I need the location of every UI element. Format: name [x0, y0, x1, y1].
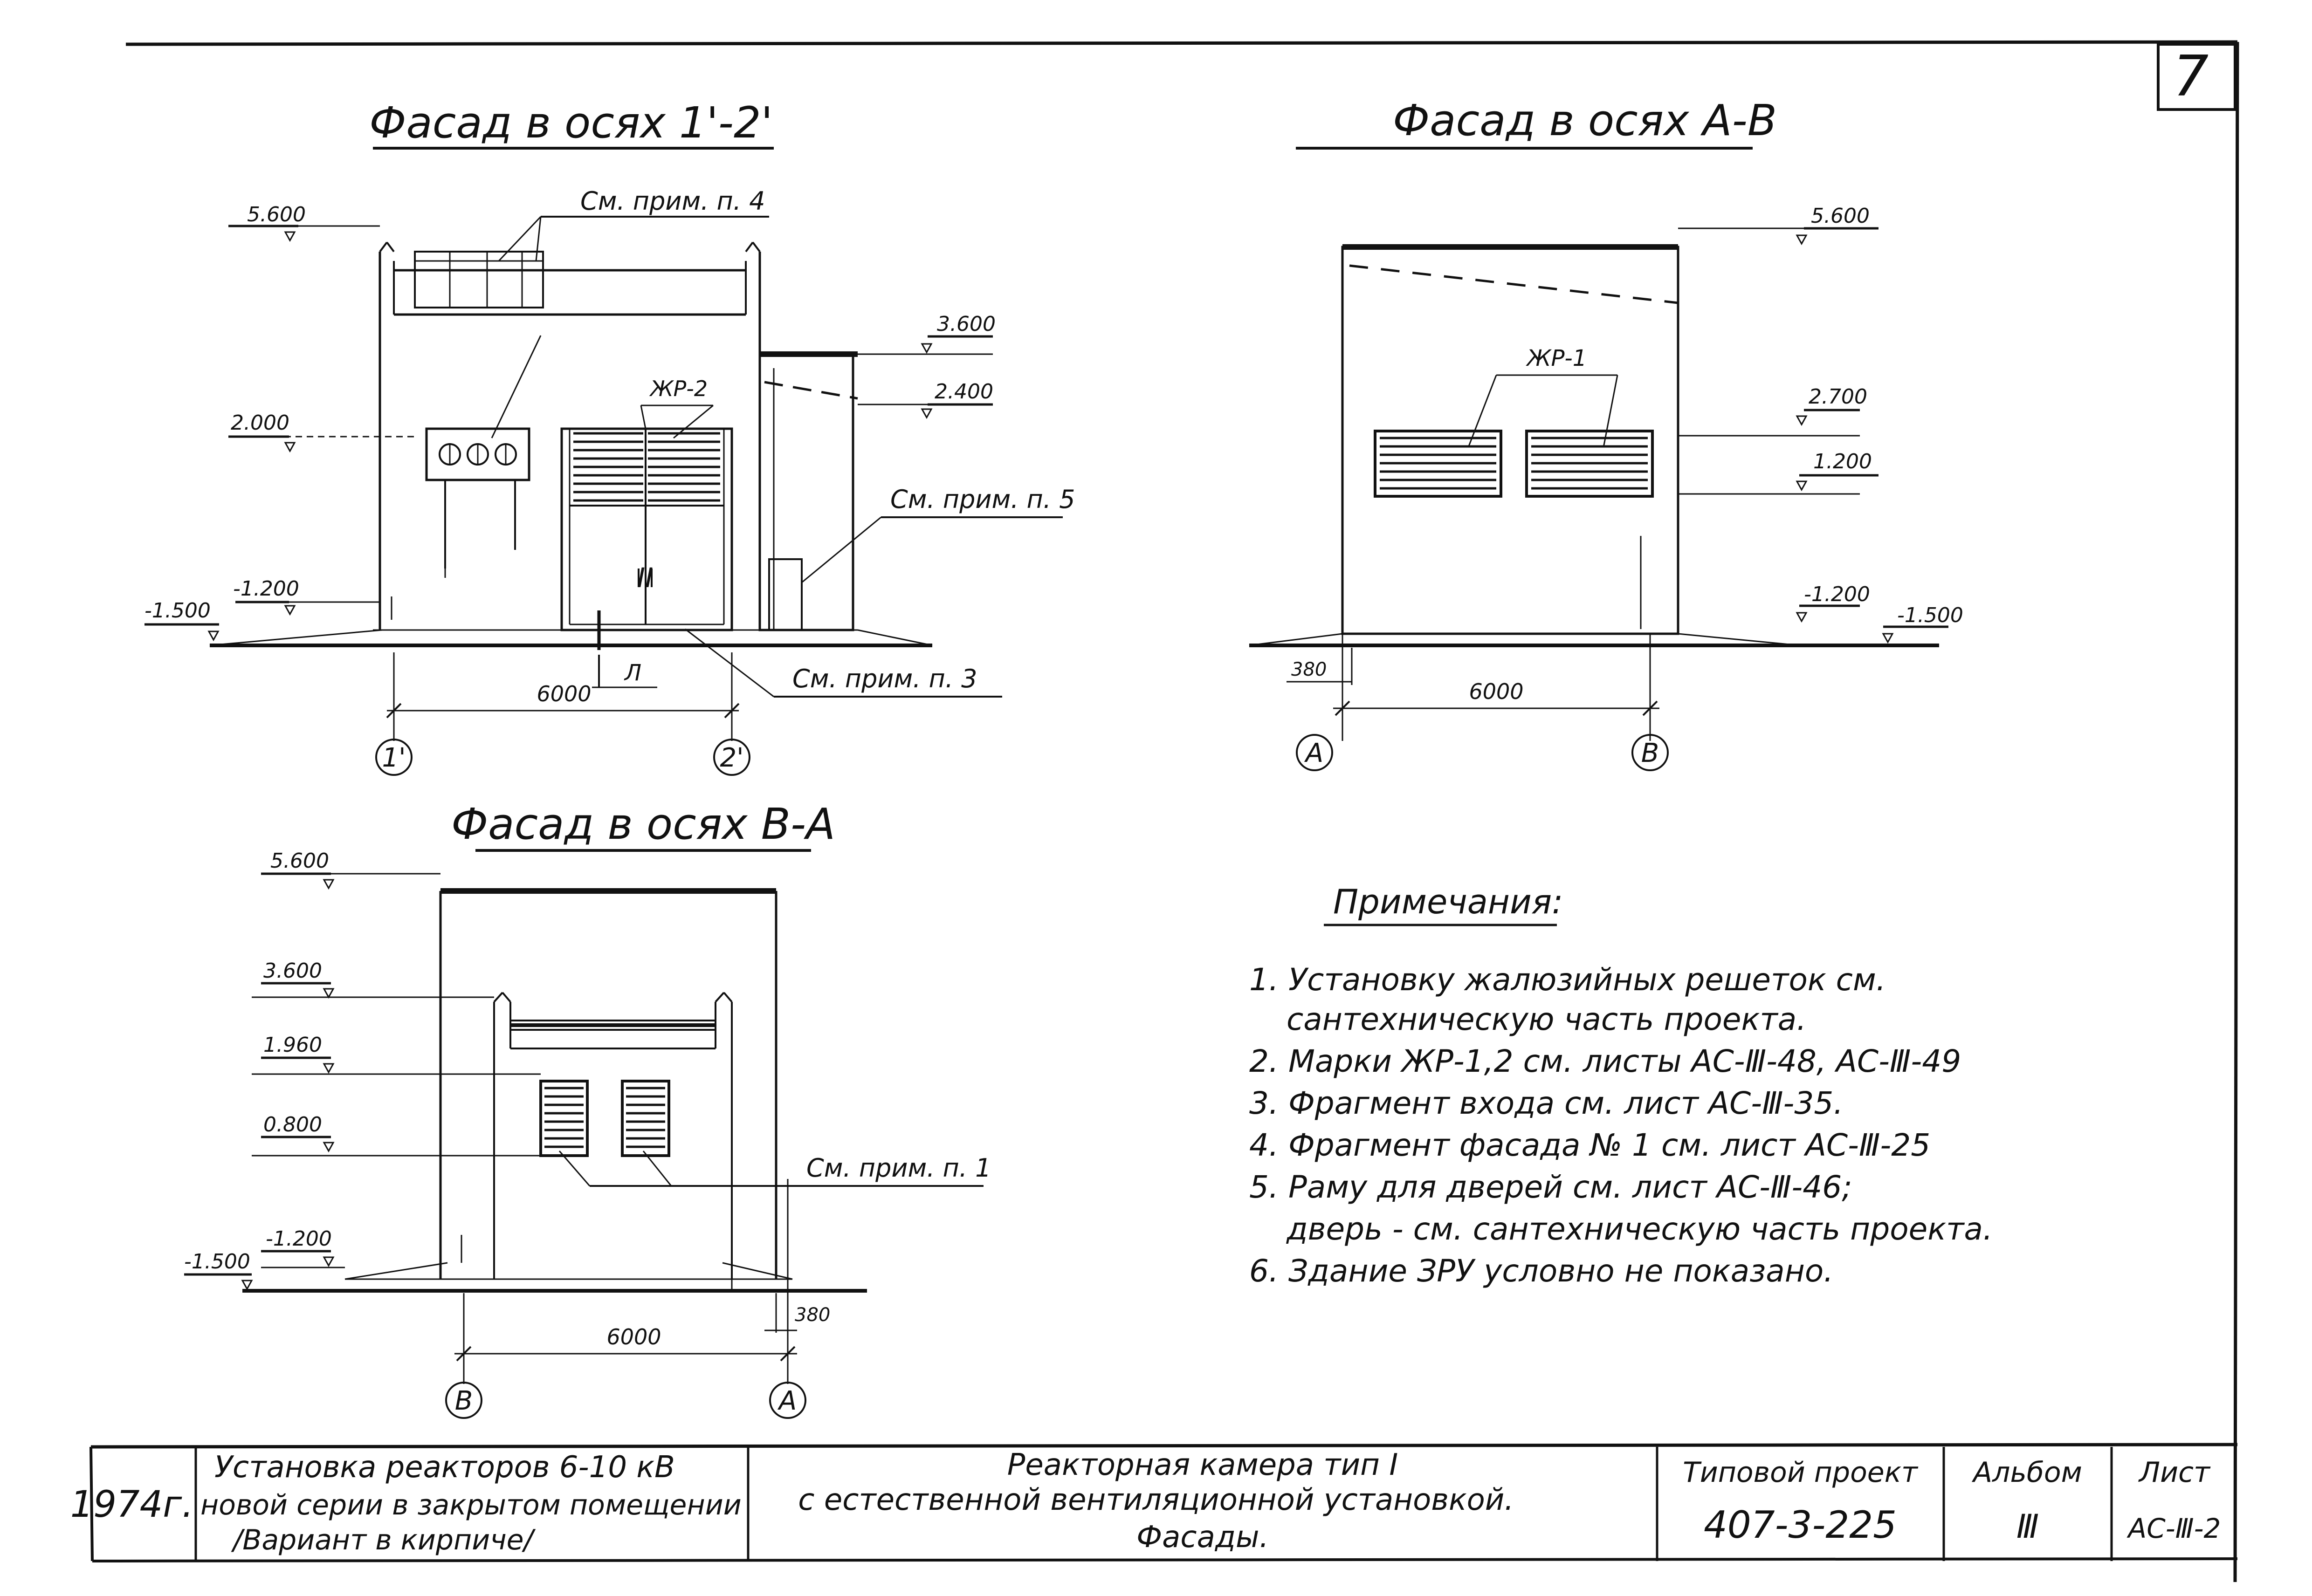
note-6: 6. Здание ЗРУ условно не показано. [1249, 1253, 1833, 1289]
facade-a-v-building [1341, 244, 1679, 635]
window-grille [1380, 437, 1648, 490]
type-project-value: 407-3-225 [1704, 1503, 1897, 1547]
project-line-2: новой серии в закрытом помещении [200, 1489, 742, 1521]
level-minus-1200: -1.200 [233, 577, 299, 601]
facade-1-2-building [378, 241, 858, 631]
album-label: Альбом [1971, 1456, 2082, 1489]
callout-note-4: См. прим. п. 4 [580, 186, 765, 216]
section-mark: Л [624, 660, 641, 686]
sheet-frame [89, 40, 2239, 1582]
door-grille [573, 432, 720, 502]
window-grille [544, 1087, 665, 1148]
axis-v: В [1641, 738, 1659, 768]
level-minus-1200: -1.200 [266, 1227, 332, 1251]
note-1-cont: сантехническую часть проекта. [1287, 1001, 1806, 1037]
facade-1-2-title: Фасад в осях 1'-2' [369, 98, 773, 148]
level-3600: 3.600 [937, 312, 996, 336]
notes-title: Примечания: [1333, 882, 1563, 921]
type-project-label: Типовой проект [1683, 1456, 1919, 1489]
level-1200: 1.200 [1813, 450, 1872, 473]
callout-grille-zhr1: ЖР-1 [1526, 345, 1587, 371]
note-5: 5. Раму для дверей см. лист АС-Ⅲ-46; [1249, 1169, 1852, 1205]
project-line-1: Установка реакторов 6-10 кВ [214, 1450, 675, 1485]
drawing-line-1: Реакторная камера тип I [1007, 1448, 1398, 1482]
callout-note-3: См. прим. п. 3 [792, 664, 977, 693]
drawing-line-2: с естественной вентиляционной установкой… [798, 1483, 1514, 1517]
level-5600: 5.600 [1811, 204, 1870, 228]
notes-block: Примечания: 1. Установку жалюзийных реше… [1249, 882, 1993, 1289]
axis-2-prime: 2' [720, 743, 743, 773]
callout-note-5: См. прим. п. 5 [890, 485, 1075, 514]
axis-1-prime: 1' [382, 743, 406, 773]
note-4: 4. Фрагмент фасада № 1 см. лист АС-Ⅲ-25 [1249, 1127, 1930, 1163]
facade-a-v-title: Фасад в осях А-В [1393, 96, 1777, 145]
note-1: 1. Установку жалюзийных решеток см. [1249, 962, 1886, 998]
facade-1-2-levels [144, 225, 993, 642]
dimension-6000: 6000 [537, 681, 591, 706]
facade-v-a-building [439, 888, 778, 1291]
facade-v-a-title: Фасад в осях В-А [451, 799, 835, 849]
level-1960: 1.960 [263, 1033, 322, 1057]
album-value: Ⅲ [2016, 1507, 2039, 1546]
facade-v-a: Фасад в осях В-А [184, 799, 991, 1419]
facade-v-a-levels [184, 872, 541, 1291]
level-minus-1500: -1.500 [1897, 603, 1963, 627]
note-2: 2. Марки ЖР-1,2 см. листы АС-Ⅲ-48, АС-Ⅲ-… [1249, 1043, 1961, 1079]
level-5600: 5.600 [247, 203, 306, 226]
offset-380: 380 [1291, 659, 1327, 680]
callout-grille-zhr2: ЖР-2 [649, 376, 708, 401]
level-minus-1500: -1.500 [144, 599, 211, 623]
note-5-cont: дверь - см. сантехническую часть проекта… [1286, 1211, 1993, 1247]
facade-1-2: Фасад в осях 1'-2' [144, 98, 1075, 776]
level-2700: 2.700 [1809, 385, 1867, 409]
facade-a-v-levels [1678, 227, 1948, 644]
level-0800: 0.800 [263, 1113, 322, 1137]
level-3600: 3.600 [263, 959, 322, 983]
project-line-3: /Вариант в кирпиче/ [231, 1524, 536, 1556]
sheet-label: Лист [2138, 1456, 2211, 1489]
offset-380: 380 [795, 1304, 830, 1326]
callout-note-1: См. прим. п. 1 [806, 1153, 991, 1183]
level-2000: 2.000 [231, 411, 289, 435]
dimension-6000: 6000 [606, 1324, 661, 1349]
door-mark: II [637, 562, 653, 594]
sheet-number: 7 [2173, 44, 2209, 109]
level-5600: 5.600 [270, 849, 329, 873]
level-minus-1500: -1.500 [184, 1250, 250, 1274]
title-year: 1974г. [70, 1484, 193, 1526]
drawing-line-3: Фасады. [1136, 1520, 1269, 1555]
dimension-6000: 6000 [1469, 679, 1523, 704]
level-minus-1200: -1.200 [1804, 582, 1870, 606]
facade-a-v: Фасад в осях А-В ЖР-1 [1249, 96, 1963, 771]
sheet-value: АС-Ⅲ-2 [2126, 1513, 2221, 1544]
title-block [194, 1447, 2113, 1561]
axis-a: А [778, 1386, 797, 1416]
axis-a: А [1304, 738, 1323, 768]
note-3: 3. Фрагмент входа см. лист АС-Ⅲ-35. [1249, 1085, 1843, 1121]
axis-v: В [455, 1386, 473, 1416]
level-2400: 2.400 [935, 380, 993, 404]
